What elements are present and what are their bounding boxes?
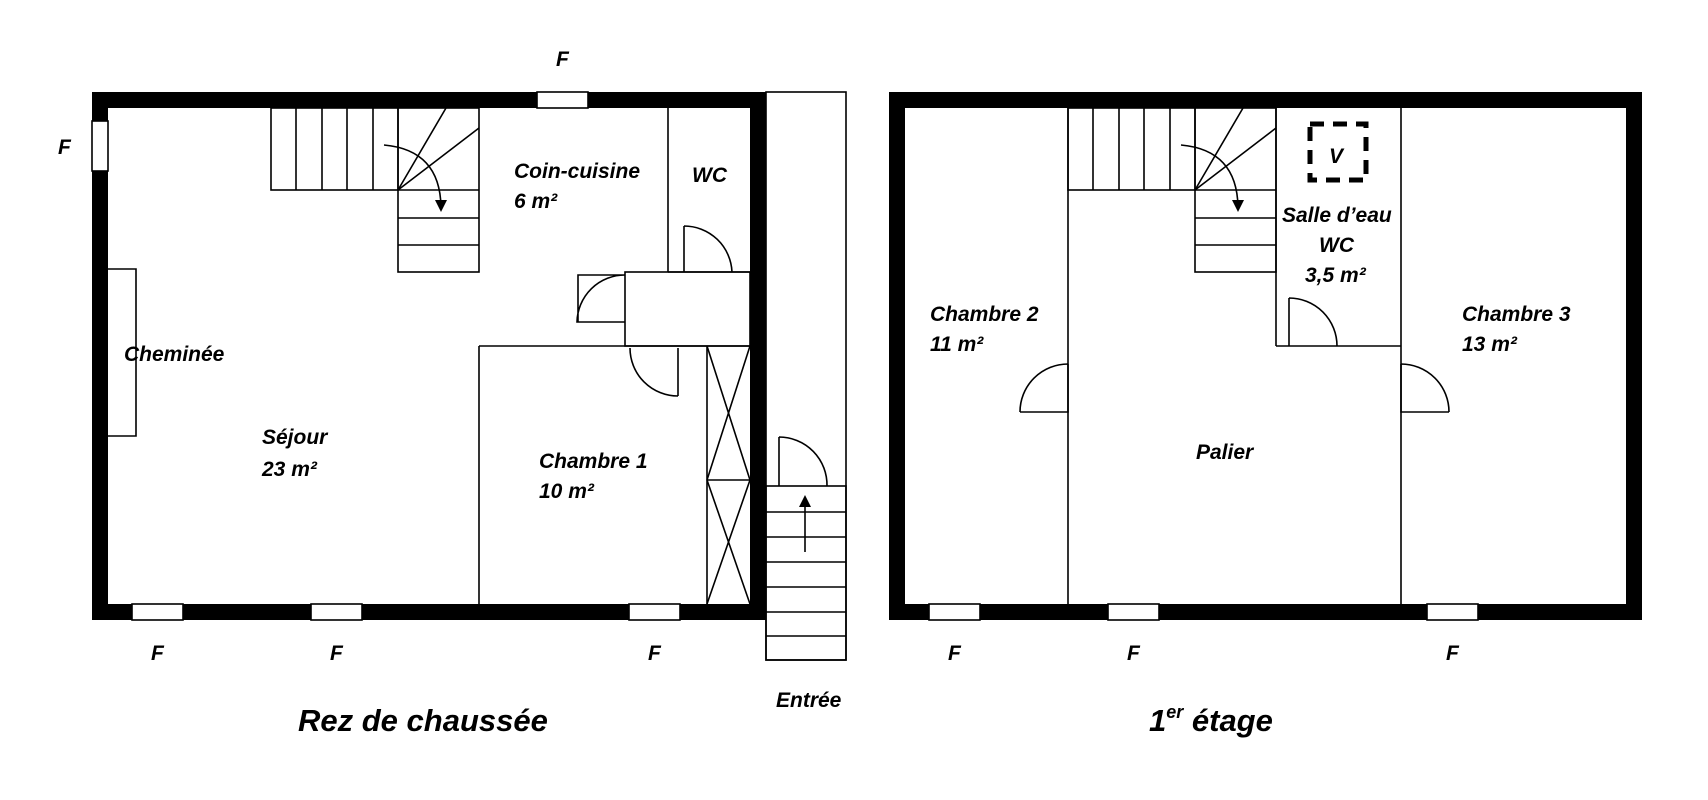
ground-partitions (478, 108, 751, 605)
bedroom1-area: 10 m² (539, 480, 595, 503)
first-window-label-bottom-2: F (1127, 642, 1141, 665)
window-left (91, 120, 109, 172)
living-room-name: Séjour (262, 426, 329, 449)
ground-doors (576, 225, 828, 487)
bathroom-line2: WC (1319, 234, 1355, 257)
window-bottom-2 (310, 603, 363, 621)
kitchen-name: Coin-cuisine (514, 160, 640, 183)
first-doors (1019, 297, 1450, 413)
first-floor-title-number: 1 (1149, 703, 1166, 738)
ground-floor-title: Rez de chaussée (298, 703, 548, 738)
window-bottom-1 (131, 603, 184, 621)
bathroom-area: 3,5 m² (1305, 264, 1367, 287)
first-window-bottom-3 (1426, 603, 1479, 621)
fireplace-outline (108, 268, 137, 437)
ground-floor-plan: F F F F F Coin-cuisine 6 m² WC Cheminée … (58, 48, 847, 738)
entrance-label: Entrée (776, 689, 842, 712)
landing-label: Palier (1196, 441, 1255, 464)
first-window-bottom-1 (928, 603, 981, 621)
ground-staircase (270, 107, 480, 273)
bedroom2-name: Chambre 2 (930, 303, 1039, 326)
kitchen-area: 6 m² (514, 190, 558, 213)
first-staircase (1067, 107, 1277, 273)
vent-label: V (1329, 145, 1345, 168)
vent-box: V (1307, 121, 1369, 183)
bedroom3-area: 13 m² (1462, 333, 1518, 356)
fireplace-label: Cheminée (124, 343, 225, 366)
ground-stair-arrow (435, 200, 447, 212)
bedroom2-area: 11 m² (930, 333, 984, 356)
entrance-arrow (799, 495, 811, 507)
first-window-label-bottom-1: F (948, 642, 962, 665)
window-top (536, 91, 589, 109)
bedroom3-name: Chambre 3 (1462, 303, 1571, 326)
living-room-area: 23 m² (261, 458, 318, 481)
first-floor-title-rest: étage (1183, 703, 1273, 738)
window-bottom-3 (628, 603, 681, 621)
first-floor-plan: V F F F Salle d’eau WC 3,5 m² Chambre 2 … (889, 92, 1642, 738)
ground-window-label-bottom-2: F (330, 642, 344, 665)
ground-window-label-left: F (58, 136, 72, 159)
entrance-stair (765, 91, 847, 661)
first-windows (928, 603, 1479, 621)
ground-windows (91, 91, 681, 621)
wc-label: WC (692, 164, 728, 187)
first-window-label-bottom-3: F (1446, 642, 1460, 665)
first-outer-walls (889, 92, 1642, 620)
first-floor-title: 1er étage (1149, 702, 1273, 738)
ground-window-label-bottom-1: F (151, 642, 165, 665)
bedroom1-name: Chambre 1 (539, 450, 648, 473)
bathroom-line1: Salle d’eau (1282, 204, 1392, 227)
first-floor-title-sup: er (1166, 702, 1184, 722)
ground-window-label-bottom-3: F (648, 642, 662, 665)
ground-outer-walls (92, 92, 766, 620)
first-stair-arrow (1232, 200, 1244, 212)
first-window-bottom-2 (1107, 603, 1160, 621)
ground-window-label-top: F (556, 48, 570, 71)
